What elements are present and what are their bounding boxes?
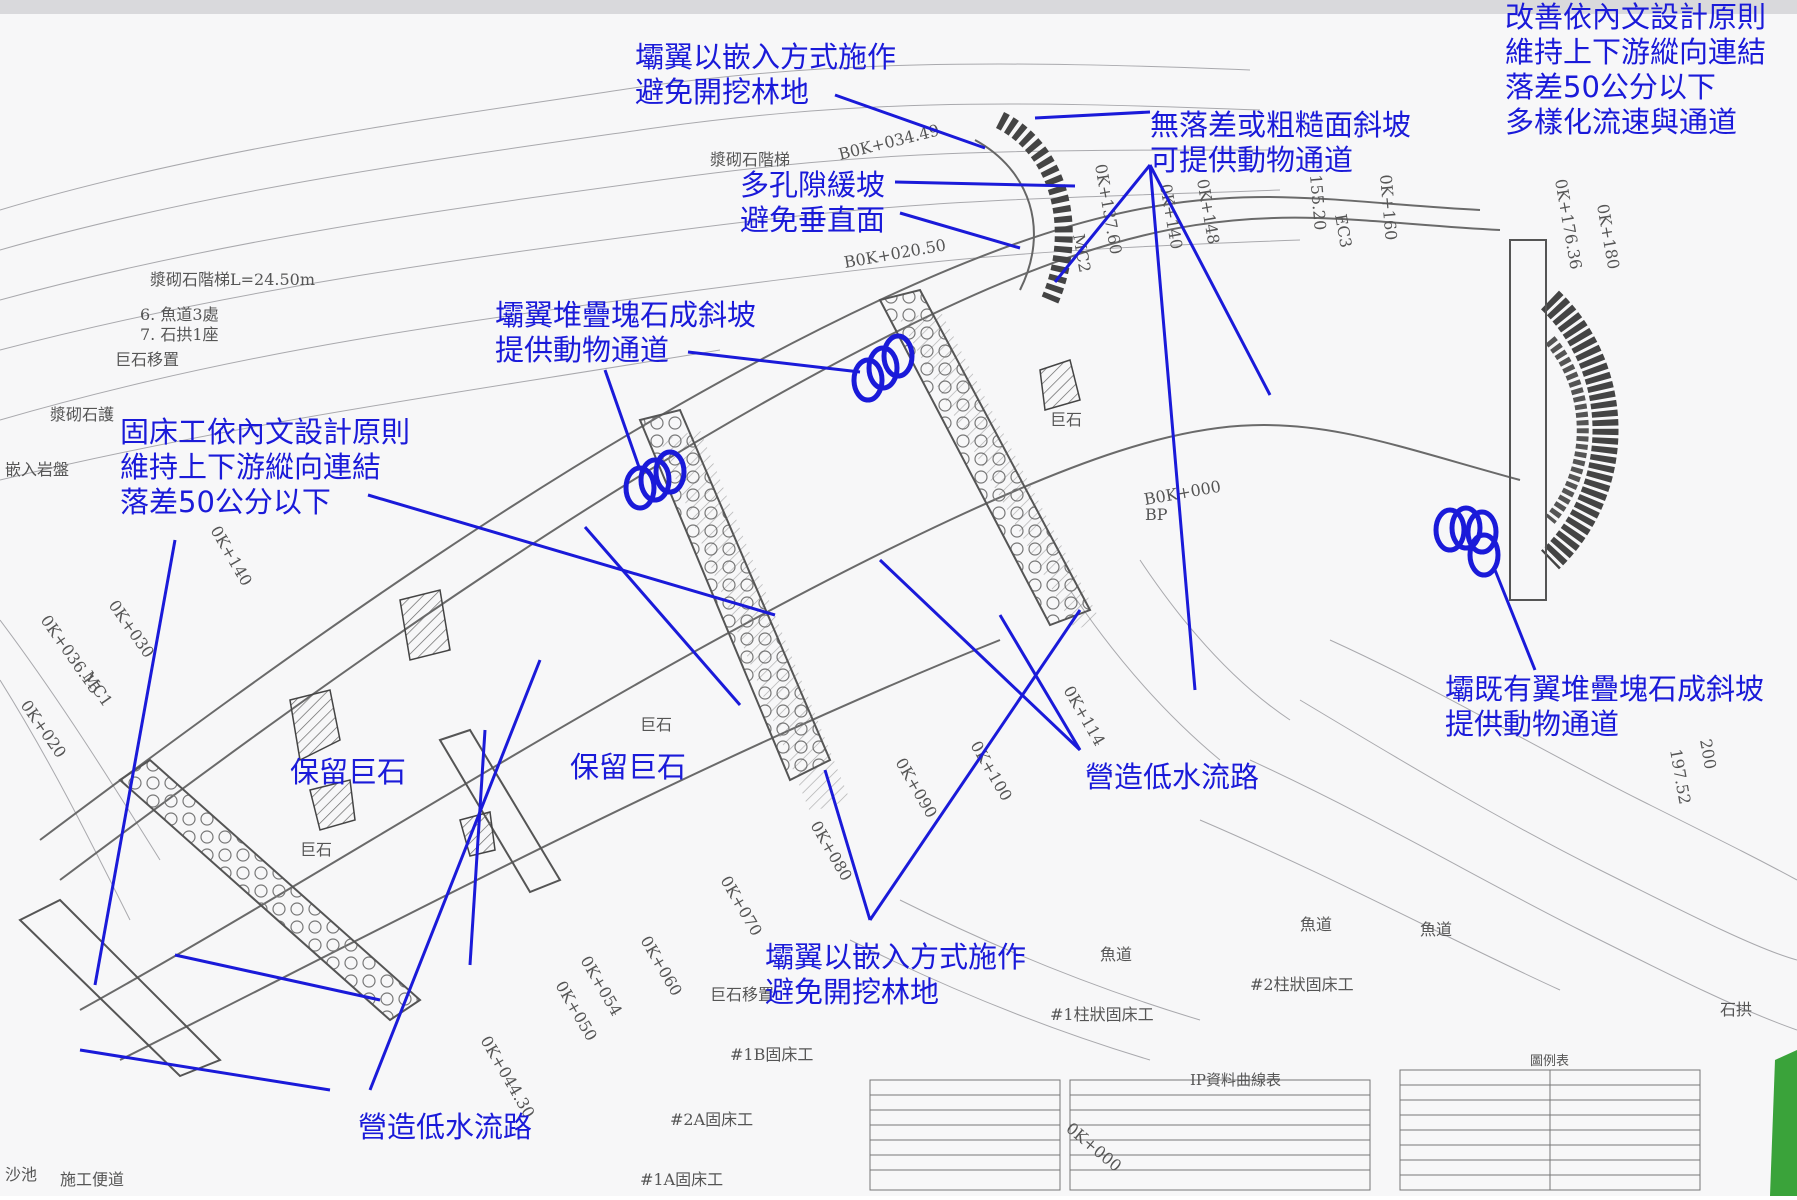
bed1b-label: #1B固床工 [730,1045,813,1064]
annotation-improve-principles: 改善依內文設計原則 維持上下游縱向連結 落差50公分以下 多樣化流速與通道 [1505,0,1767,139]
annotation-no-drop-slope: 無落差或粗糙面斜坡 可提供動物通道 [1150,108,1412,177]
annotation-porous-slope: 多孔隙緩坡 避免垂直面 [740,168,886,237]
annotation-bed-sill: 固床工依內文設計原則 維持上下游縱向連結 落差50公分以下 [120,415,411,519]
bed1-label: #1柱狀固床工 [1050,1005,1154,1024]
steps-len-label: 漿砌石階梯L=24.50m [150,270,315,289]
annotation-wing-stack: 壩翼堆疊塊石成斜坡 提供動物通道 [495,298,757,367]
fishway1-label: 魚道 [1300,915,1332,934]
bed2-label: #2柱狀固床工 [1250,975,1354,994]
bed1a-label: #1A固床工 [640,1170,723,1189]
pond-label: 沙池 [5,1165,37,1184]
bed-sill-structures [18,288,1100,1078]
arch1-label: 7. 石拱1座 [140,325,219,344]
boulder-move-label: 巨石移置 [710,985,774,1004]
stone-steps-label: 漿砌石階梯 [710,150,790,169]
stone-step-wing [974,111,1073,304]
ip-table-title: IP資料曲線表 [1190,1071,1281,1089]
annotation-keep-boulder-1: 保留巨石 [290,755,407,789]
stream-channel [39,196,1521,1061]
bed2a-label: #2A固床工 [670,1110,753,1129]
boulders [289,359,1081,857]
rock2-label: 巨石 [300,840,332,859]
fishway2-label: 魚道 [1420,920,1452,939]
marker-circle [638,457,672,503]
annotation-low-flow-bottom: 營造低水流路 [358,1110,533,1144]
green-corner-mark [1770,1050,1797,1196]
marker-circle [1467,532,1501,578]
marker-circle [1433,507,1467,553]
data-tables [869,1069,1701,1191]
marker-circle [1465,509,1499,555]
rock3-label: 巨石 [1050,410,1082,429]
marker-circle [881,333,915,379]
annotation-low-flow-mid: 營造低水流路 [1085,760,1260,794]
marker-circle [1449,505,1483,551]
fishway3-label: 魚道 [1100,945,1132,964]
road-label: 施工便道 [60,1170,124,1189]
leader-lines [79,93,1537,1092]
annotation-wing-embed-top: 壩翼以嵌入方式施作 避免開挖林地 [635,40,897,109]
rock1-label: 巨石 [640,715,672,734]
annotation-keep-boulder-2: 保留巨石 [570,750,687,784]
stone-arch-structure [1509,239,1619,601]
legend-title: 圖例表 [1530,1054,1569,1069]
annotation-existing-wing: 壩既有翼堆疊塊石成斜坡 提供動物通道 [1445,672,1765,741]
fish3-label: 6. 魚道3處 [140,305,219,324]
bp-label: BP [1145,505,1168,524]
stone-arch-label: 石拱 [1720,1000,1752,1019]
ok155-label: 155.20 [1306,174,1330,231]
inlaid-label: 漿砌石護 [50,405,114,424]
marker-circle [653,449,687,495]
boulder-left-label: 巨石移置 [115,350,179,369]
annotation-wing-embed-bottom: 壩翼以嵌入方式施作 避免開挖林地 [765,940,1027,1009]
inlaid2-label: 嵌入岩盤 [5,460,69,479]
circle-markers [623,333,1501,578]
